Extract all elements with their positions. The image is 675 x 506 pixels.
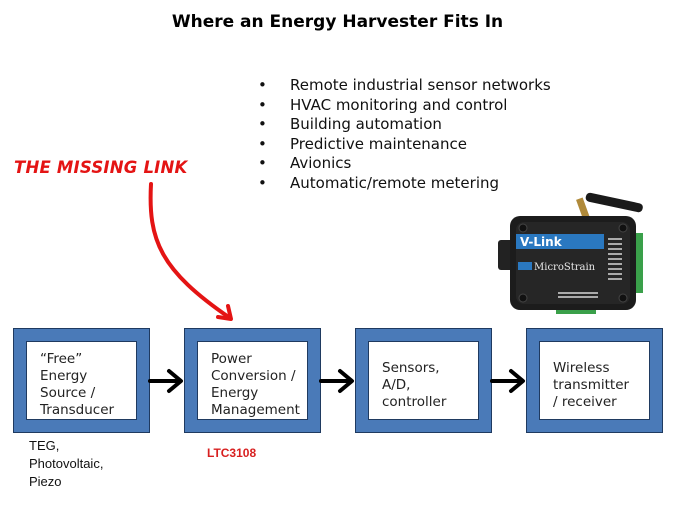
list-item: •Avionics <box>258 154 352 172</box>
wireless-box: Wireless transmitter / receiver <box>526 328 663 433</box>
bullet-icon: • <box>258 76 267 94</box>
terminal-block-icon <box>633 233 643 293</box>
bullet-icon: • <box>258 173 267 192</box>
box-label: Wireless transmitter / receiver <box>553 360 630 410</box>
flow-arrow-icon <box>148 369 183 393</box>
bullet-icon: • <box>258 115 267 133</box>
slide-title: Where an Energy Harvester Fits In <box>171 12 504 32</box>
applications-list: •Remote industrial sensor networks •HVAC… <box>258 76 551 193</box>
flow-arrow-icon <box>319 369 354 393</box>
sensors-box: Sensors, A/D, controller <box>355 328 492 433</box>
box-label: “Free” Energy Source / Transducer <box>40 351 115 418</box>
list-item: •Remote industrial sensor networks <box>258 76 551 94</box>
energy-source-box: “Free” Energy Source / Transducer <box>13 328 150 433</box>
bullet-icon: • <box>258 134 267 153</box>
power-conversion-box: Power Conversion / Energy Management <box>184 328 321 433</box>
device-brand-label: V-Link <box>520 235 563 249</box>
flow-arrow-icon <box>490 369 525 393</box>
bullet-icon: • <box>258 154 267 172</box>
box-label: Sensors, A/D, controller <box>382 360 447 410</box>
missing-link-arrow-icon <box>148 182 233 321</box>
antenna-icon <box>585 192 643 213</box>
v-link-device-image: V-Link MicroStrain <box>498 192 643 314</box>
list-item: •Building automation <box>258 115 442 133</box>
part-number-caption: LTC3108 <box>207 446 257 460</box>
energy-source-caption: TEG, Photovoltaic, Piezo <box>29 438 104 489</box>
bullet-icon: • <box>258 95 267 114</box>
device-maker-label: MicroStrain <box>534 262 596 273</box>
list-item: •Automatic/remote metering <box>258 173 500 192</box>
box-label: Power Conversion / Energy Management <box>211 351 300 418</box>
list-item: •HVAC monitoring and control <box>258 95 508 114</box>
missing-link-callout: THE MISSING LINK <box>14 158 188 177</box>
list-item: •Predictive maintenance <box>258 134 467 153</box>
